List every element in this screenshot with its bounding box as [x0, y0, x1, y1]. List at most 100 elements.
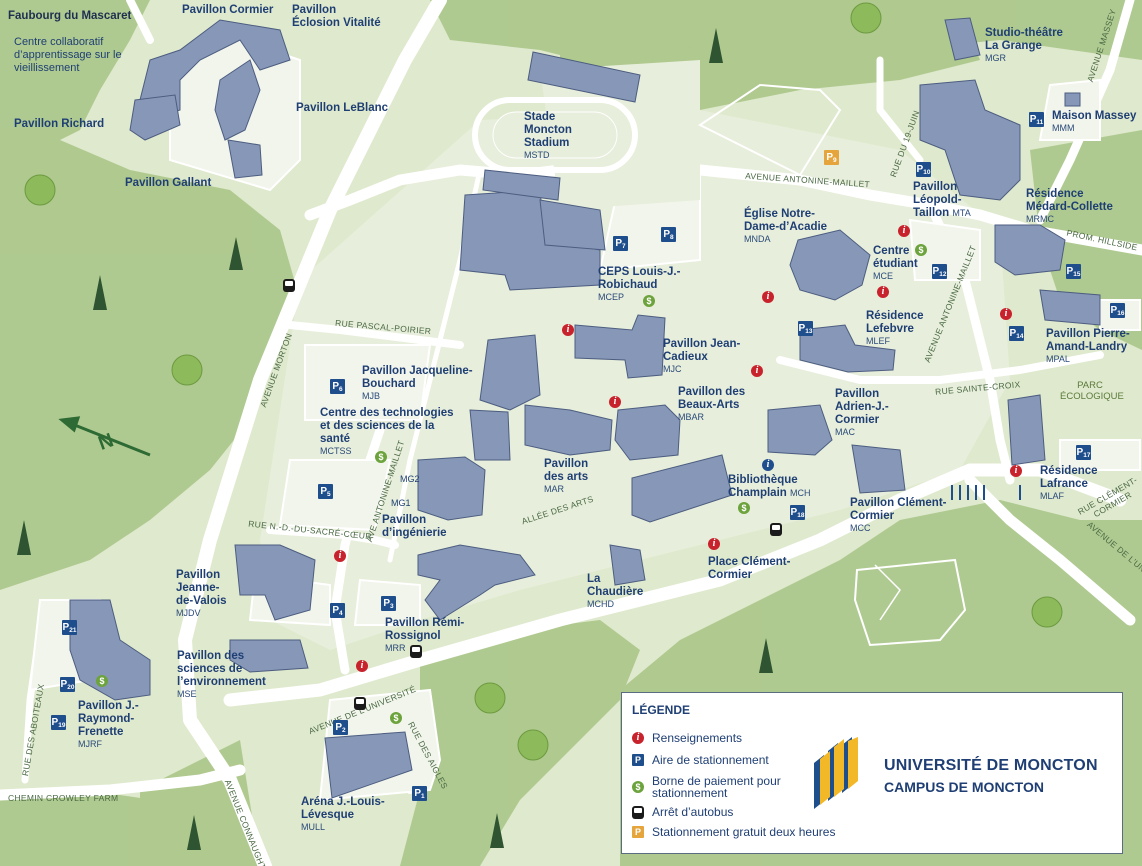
label-leopold[interactable]: Pavillon Léopold-Taillon MTA: [913, 181, 971, 219]
parking-13-icon[interactable]: P13: [798, 321, 813, 336]
parking-icon: P: [632, 754, 644, 766]
bus-stop-icon[interactable]: [354, 697, 366, 710]
legend-item-pay: $ Borne de paiement pour stationnement: [632, 775, 781, 799]
label-mctss[interactable]: Centre des technologies et des sciences …: [320, 407, 454, 456]
label-eclosion[interactable]: Pavillon Éclosion Vitalité: [292, 4, 381, 29]
legend-label: Arrêt d’autobus: [652, 805, 734, 819]
info-icon[interactable]: i: [334, 550, 346, 562]
parking-21-icon[interactable]: P21: [62, 620, 77, 635]
label-leblanc[interactable]: Pavillon LeBlanc: [296, 102, 389, 114]
parking-10-icon[interactable]: P10: [916, 162, 931, 177]
info-icon[interactable]: i: [356, 660, 368, 672]
label-ingenierie[interactable]: Pavillon d’ingénierie: [382, 514, 447, 539]
info-icon[interactable]: i: [762, 291, 774, 303]
parking-17-icon[interactable]: P17: [1076, 445, 1091, 460]
parking-15-icon[interactable]: P15: [1066, 264, 1081, 279]
info-icon[interactable]: i: [751, 365, 763, 377]
info-icon[interactable]: i: [762, 459, 774, 471]
label-mg1: MG1: [391, 498, 411, 508]
parking-1-icon[interactable]: P1: [412, 786, 427, 801]
label-richard[interactable]: Pavillon Richard: [14, 118, 105, 130]
label-champlain[interactable]: Bibliothèque Champlain MCH: [728, 474, 811, 499]
parking-19-icon[interactable]: P19: [51, 715, 66, 730]
label-cormier[interactable]: Pavillon Cormier: [182, 4, 274, 16]
bus-stop-icon[interactable]: [410, 645, 422, 658]
university-wordmark: UNIVERSITÉ DE MONCTON CAMPUS DE MONCTON: [884, 757, 1098, 795]
buildings: [69, 17, 1101, 799]
label-faubourg[interactable]: Faubourg du Mascaret: [8, 10, 132, 22]
info-icon[interactable]: i: [877, 286, 889, 298]
tree-icons: [17, 2, 1063, 850]
label-collab[interactable]: Centre collaboratif d’apprentissage sur …: [14, 36, 122, 74]
parking-2-icon[interactable]: P2: [333, 720, 348, 735]
free-parking-icon: P: [632, 826, 644, 838]
pay-station-icon[interactable]: $: [643, 295, 655, 307]
bus-stop-icon[interactable]: [770, 523, 782, 536]
label-gallant[interactable]: Pavillon Gallant: [125, 177, 212, 189]
parking-9-free-icon[interactable]: P9: [824, 150, 839, 165]
label-mse[interactable]: Pavillon des sciences de l’environnement…: [177, 650, 266, 699]
flag-row: [951, 485, 1021, 500]
label-parc-ecologique: PARC ÉCOLOGIQUE: [1060, 380, 1124, 402]
legend-item-bus: Arrêt d’autobus: [632, 803, 733, 821]
legend-item-info: i Renseignements: [632, 729, 742, 747]
parking-lots: [28, 28, 1141, 802]
parking-14-icon[interactable]: P14: [1009, 326, 1024, 341]
bus-stop-icon[interactable]: [283, 279, 295, 292]
pay-station-icon[interactable]: $: [738, 502, 750, 514]
university-logo-icon: [814, 737, 858, 809]
info-icon[interactable]: i: [898, 225, 910, 237]
legend-panel: LÉGENDE i Renseignements P Aire de stati…: [621, 692, 1123, 854]
info-icon[interactable]: i: [609, 396, 621, 408]
legend-item-free-parking: P Stationnement gratuit deux heures: [632, 823, 835, 841]
info-icon[interactable]: i: [562, 324, 574, 336]
parking-20-icon[interactable]: P20: [60, 677, 75, 692]
parking-8-icon[interactable]: P8: [661, 227, 676, 242]
bus-stop-icon: [632, 805, 644, 819]
legend-item-parking: P Aire de stationnement: [632, 751, 769, 769]
parking-6-icon[interactable]: P6: [330, 379, 345, 394]
label-place[interactable]: Place Clément-Cormier: [708, 556, 791, 581]
parking-4-icon[interactable]: P4: [330, 603, 345, 618]
parking-11-icon[interactable]: P11: [1029, 112, 1044, 127]
pay-station-icon: $: [632, 781, 644, 793]
pay-station-icon[interactable]: $: [390, 712, 402, 724]
pay-station-icon[interactable]: $: [915, 244, 927, 256]
parking-12-icon[interactable]: P12: [932, 264, 947, 279]
parking-3-icon[interactable]: P3: [381, 596, 396, 611]
parking-5-icon[interactable]: P5: [318, 484, 333, 499]
info-icon[interactable]: i: [708, 538, 720, 550]
label-mg2: MG2: [400, 474, 420, 484]
parking-7-icon[interactable]: P7: [613, 236, 628, 251]
parking-18-icon[interactable]: P18: [790, 505, 805, 520]
info-icon[interactable]: i: [1010, 465, 1022, 477]
parking-16-icon[interactable]: P16: [1110, 303, 1125, 318]
pay-station-icon[interactable]: $: [375, 451, 387, 463]
sports-fields: [472, 60, 967, 647]
pay-station-icon[interactable]: $: [96, 675, 108, 687]
info-icon[interactable]: i: [1000, 308, 1012, 320]
